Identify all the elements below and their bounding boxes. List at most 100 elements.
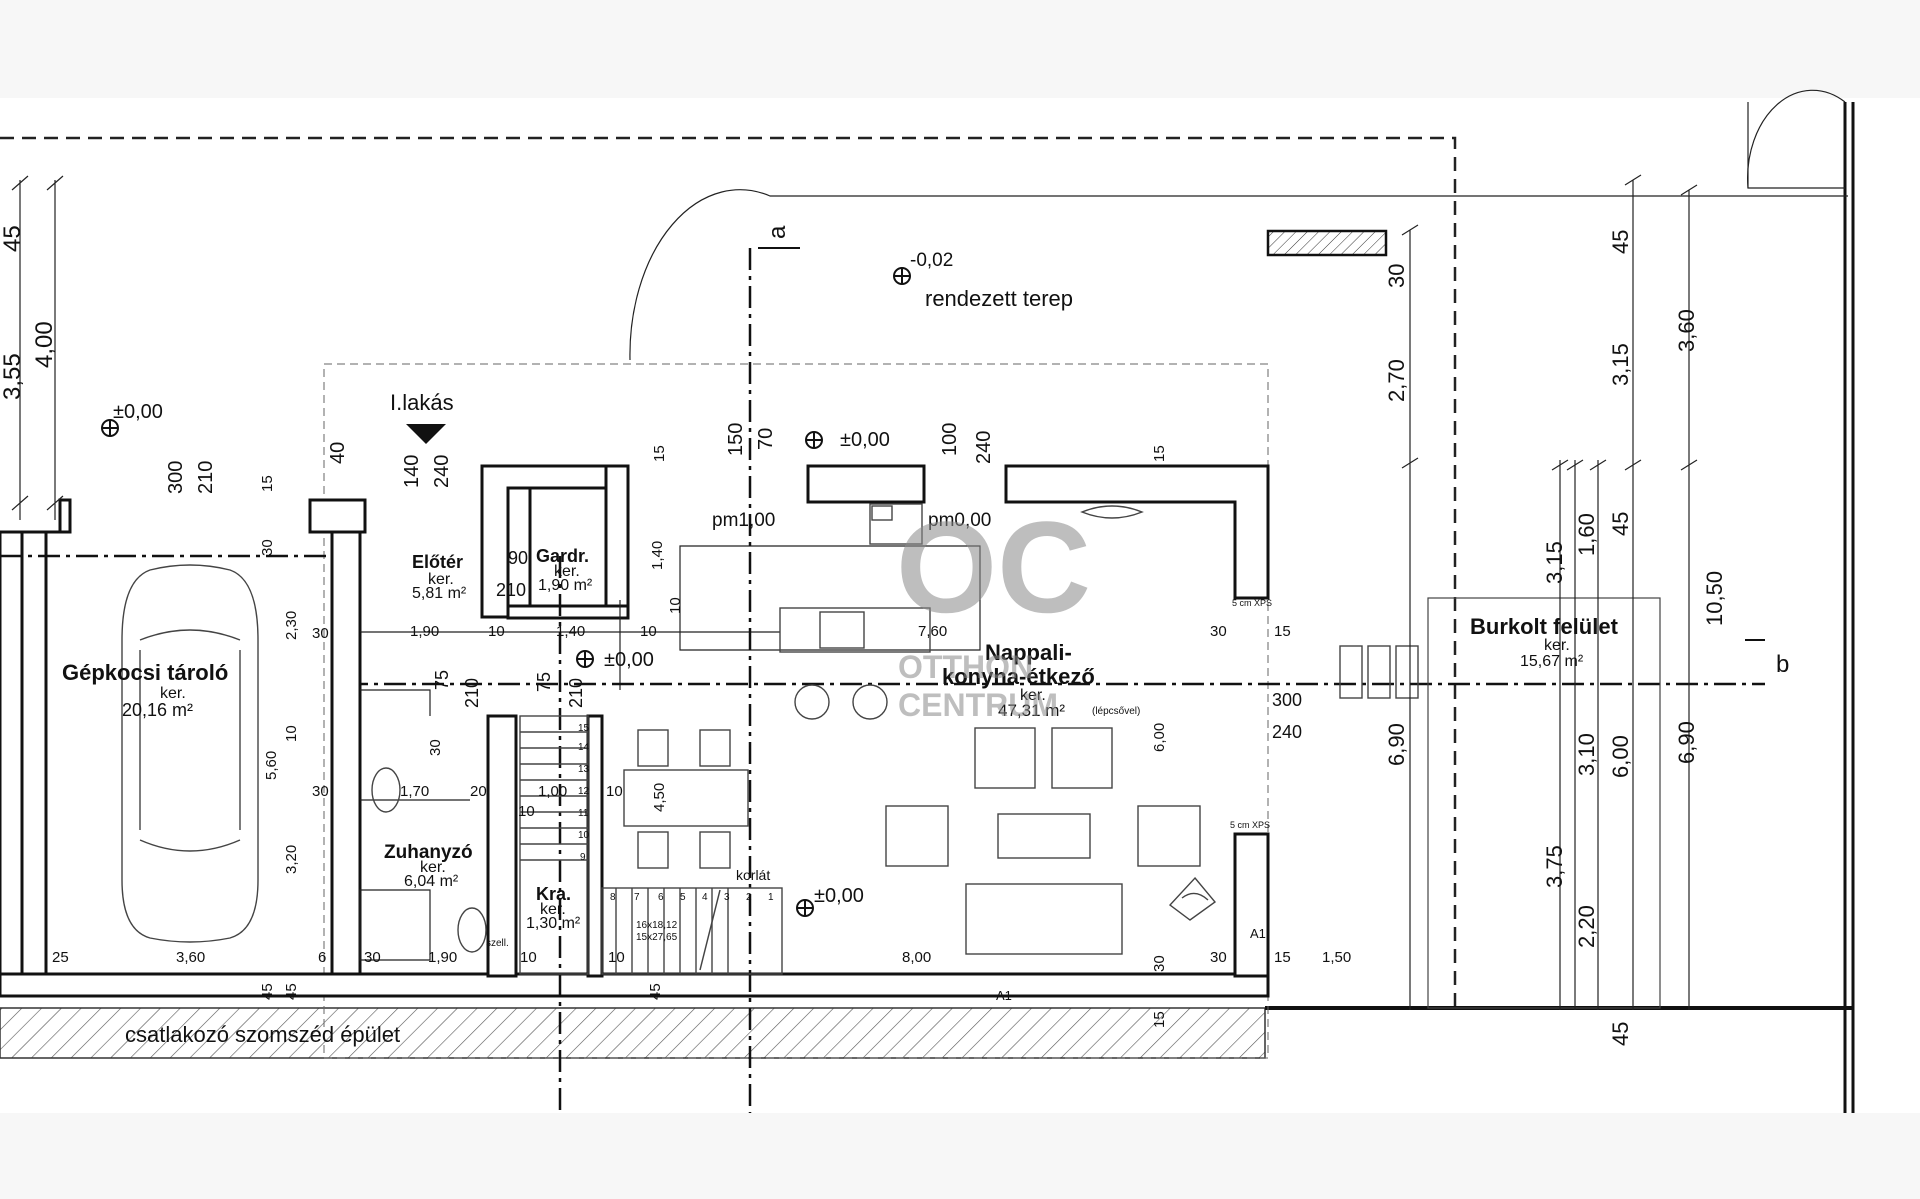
wall-wardrobe-east [604, 464, 630, 620]
dim: 10 [520, 949, 537, 966]
dim: 1,50 [1322, 949, 1351, 966]
toilet [457, 907, 487, 953]
dim: 3,60 [1674, 309, 1699, 352]
kitchen-island [779, 607, 931, 653]
dim: 1,90 [428, 949, 457, 966]
dim: 20 [470, 783, 487, 800]
dim: 30 [1384, 264, 1409, 288]
cooktop [819, 611, 865, 649]
dim: 10,50 [1702, 571, 1727, 626]
terrain-label: rendezett terep [925, 286, 1073, 311]
dim: 90 [508, 548, 528, 568]
armchair [885, 805, 949, 867]
step-number: 3 [724, 892, 730, 903]
dimension-lines-right [1401, 174, 1698, 1010]
plot-boundary [0, 136, 1457, 1008]
apartment-label: I.lakás [390, 390, 454, 415]
level-marker [805, 431, 823, 449]
dim: 210 [195, 461, 217, 494]
dim: 10 [283, 725, 300, 742]
step-block [1339, 645, 1363, 699]
wall-column [308, 498, 367, 534]
wardrobe-ker: ker. [554, 563, 580, 580]
interior-lines [360, 545, 981, 801]
wall-garage-east [330, 530, 362, 978]
hall-name: Előtér [412, 552, 463, 572]
dim: 2,30 [283, 611, 300, 640]
neighbor-building-hatch [0, 1007, 1266, 1059]
wall-shower-east [486, 714, 518, 978]
a1-label-south: A1 [996, 988, 1012, 1003]
dim: 210 [566, 678, 586, 708]
dim: 10 [667, 597, 684, 614]
dim: 2,20 [1574, 905, 1599, 948]
watermark-line1: OTTHON [898, 649, 1033, 685]
a1-label: A1 [1250, 926, 1266, 941]
sofa [965, 883, 1123, 955]
step-block [1367, 645, 1391, 699]
plant [1168, 876, 1217, 921]
wall-storage-east [586, 714, 604, 978]
wall-east-lower [1233, 832, 1270, 978]
dim: 3,75 [1542, 845, 1567, 888]
stair-numbers: 15 14 13 12 11 10 9 8 7 6 5 4 3 2 1 [578, 723, 774, 903]
watermark-logo: OC [896, 494, 1091, 640]
right-boundary [1843, 102, 1855, 1113]
dim: 3,20 [283, 845, 300, 874]
dim: 15 [651, 445, 668, 462]
step-number: 6 [658, 892, 664, 903]
car-outline [121, 564, 259, 943]
dim: 75 [432, 670, 452, 690]
stair-spec-1: 16x18,12 [636, 920, 678, 931]
living-name-2: konyha-étkező [942, 664, 1095, 689]
armchair [1051, 727, 1113, 789]
wall-west [0, 530, 24, 978]
dim: 30 [1151, 955, 1168, 972]
staircase [519, 715, 783, 975]
dim: 6,00 [1151, 723, 1168, 752]
chair [637, 729, 669, 767]
storage-area: 1,30 m² [526, 915, 581, 932]
armchair [1137, 805, 1201, 867]
dim: 15 [1274, 623, 1291, 640]
chair [699, 729, 731, 767]
stool [852, 684, 888, 720]
dim: 30 [427, 739, 444, 756]
step-block [1395, 645, 1419, 699]
dim: 150 [725, 423, 747, 456]
dim: 30 [259, 539, 276, 556]
dim: 30 [1210, 949, 1227, 966]
washbasin [371, 767, 401, 813]
step-number: 15 [578, 723, 590, 734]
dim: 300 [165, 461, 187, 494]
level-text: ±0,00 [840, 429, 890, 451]
dim: 8,00 [902, 949, 931, 966]
step-number: 14 [578, 742, 590, 753]
step-number: 8 [610, 892, 616, 903]
level-marker [893, 267, 911, 285]
dim: 1,40 [649, 541, 666, 570]
dim: 140 [401, 455, 423, 488]
paved-surface-outline [1427, 597, 1661, 1009]
level-text: ±0,00 [814, 885, 864, 907]
gate-arc [1747, 89, 1846, 189]
section-a-label: a [764, 225, 791, 239]
level-marker [796, 899, 814, 917]
step-number: 2 [746, 892, 752, 903]
dim: 2,70 [1384, 359, 1409, 402]
dim: 3,55 [0, 353, 26, 400]
dim: 210 [462, 678, 482, 708]
dim: 30 [1210, 623, 1227, 640]
dim: 4,00 [31, 321, 58, 368]
dim: 15 [1151, 445, 1168, 462]
sink-counter [869, 503, 923, 545]
storage-ker: ker. [540, 901, 566, 918]
dim: 30 [364, 949, 381, 966]
dim: 1,70 [400, 783, 429, 800]
living-area: 47,31 m² [998, 701, 1065, 720]
dim: 30 [312, 783, 329, 800]
wardrobe-area: 1,90 m² [538, 577, 593, 594]
dim: 75 [534, 672, 554, 692]
dim: 30 [312, 625, 329, 642]
garage-name: Gépkocsi tároló [62, 660, 228, 685]
